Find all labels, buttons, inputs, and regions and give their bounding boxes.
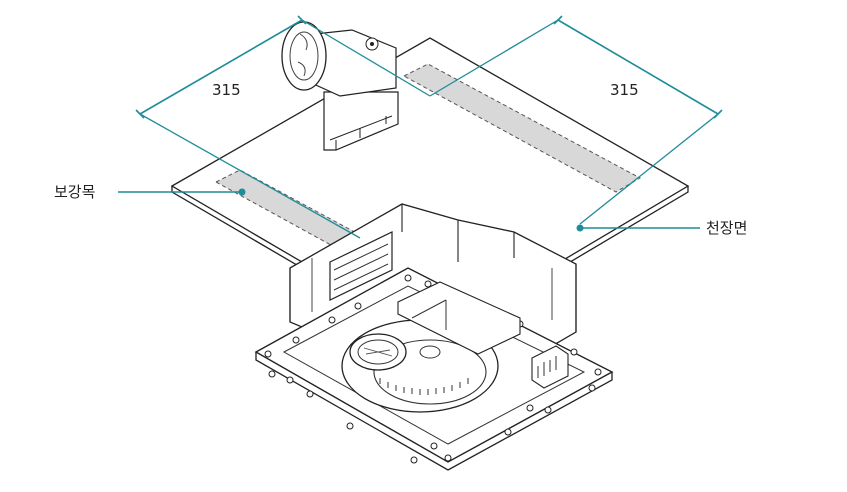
callout-label-ceiling: 천장면 [706, 219, 748, 237]
terminal-block [531, 345, 569, 389]
reinforcement-callout-dot [238, 188, 246, 196]
screw-holes [264, 274, 602, 464]
dimension-label-left: 315 [212, 81, 241, 99]
reinforcement-beam-left [214, 169, 363, 251]
dimension-lines [135, 15, 723, 239]
dimension-label-right: 315 [610, 81, 639, 99]
callout-leaders [118, 188, 700, 232]
callout-label-reinforcement: 보강목 [54, 183, 96, 201]
motor-bracket [397, 281, 521, 355]
dimension-line-left [139, 19, 303, 115]
blower-impeller [341, 319, 499, 413]
fan-housing [254, 203, 614, 471]
dimension-line-right [557, 19, 719, 115]
duct-assembly [281, 21, 399, 151]
ceiling-callout-dot [576, 224, 584, 232]
reinforcement-beam-right [402, 63, 642, 193]
